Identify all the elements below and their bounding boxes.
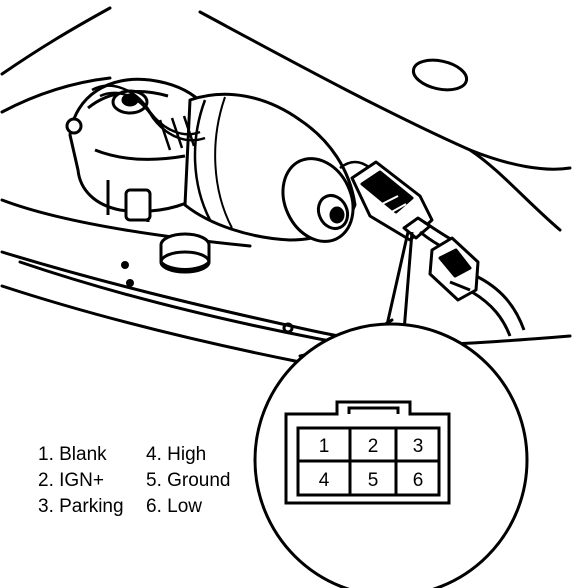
pin-1-label: 1 xyxy=(319,436,330,457)
pin-4-label: 4 xyxy=(319,470,330,491)
connector-latch xyxy=(347,406,400,414)
legend-pin-6: 6. Low xyxy=(146,496,202,517)
legend-pin-5: 5. Ground xyxy=(146,470,231,491)
legend-pin-1: 1. Blank xyxy=(38,444,107,465)
legend-row: 2. IGN+ 5. Ground xyxy=(38,468,258,494)
pin-2-label: 2 xyxy=(368,436,379,457)
pin-6-label: 6 xyxy=(413,470,424,491)
legend-row: 3. Parking 6. Low xyxy=(38,494,258,520)
harness-connector xyxy=(350,160,526,337)
legend-pin-4: 4. High xyxy=(146,444,207,465)
pin-legend: 1. Blank 4. High 2. IGN+ 5. Ground 3. Pa… xyxy=(38,442,258,520)
legend-row: 1. Blank 4. High xyxy=(38,442,258,468)
pin-5-label: 5 xyxy=(368,470,379,491)
legend-pin-3: 3. Parking xyxy=(38,496,124,517)
wiper-motor xyxy=(65,77,371,274)
legend-pin-2: 2. IGN+ xyxy=(38,470,104,491)
connector-face-callout: 1 2 3 4 5 6 xyxy=(253,322,529,588)
pin-3-label: 3 xyxy=(413,436,424,457)
